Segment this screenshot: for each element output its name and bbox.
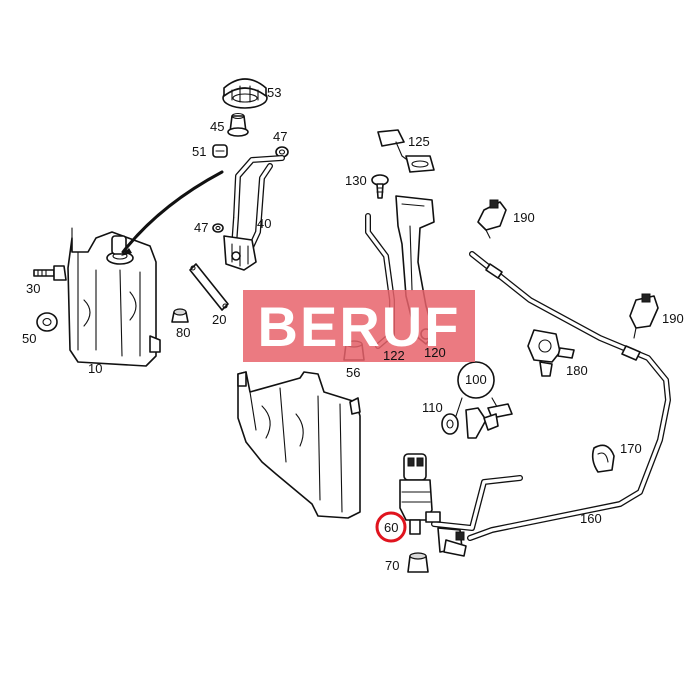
- label-56: 56: [346, 365, 360, 380]
- label-40: 40: [257, 216, 271, 231]
- label-190-right: 190: [662, 311, 684, 326]
- leader-arrow: [121, 170, 224, 254]
- label-45: 45: [210, 119, 224, 134]
- label-51: 51: [192, 144, 206, 159]
- reservoir-10: [67, 227, 161, 367]
- clamp-170: [591, 444, 615, 473]
- filler-cap-53: [222, 78, 268, 109]
- label-80: 80: [176, 325, 190, 340]
- label-180: 180: [566, 363, 588, 378]
- washer-pump-60: [399, 453, 441, 535]
- bolt-30: [33, 265, 67, 281]
- label-47-top: 47: [273, 129, 287, 144]
- filler-neck-40: [223, 155, 285, 271]
- label-70: 70: [385, 558, 399, 573]
- label-120: 120: [424, 345, 446, 360]
- watermark-box: [243, 290, 475, 362]
- label-122: 122: [383, 348, 405, 363]
- ring-47-lower: [212, 223, 224, 233]
- label-100: 100: [465, 372, 487, 387]
- reservoir-lower: [237, 371, 361, 519]
- label-50: 50: [22, 331, 36, 346]
- cap-45: [227, 112, 249, 137]
- connector-190-top: [477, 199, 507, 239]
- clip-51: [212, 144, 228, 158]
- highlight-circle-60: [375, 511, 407, 543]
- label-53: 53: [267, 85, 281, 100]
- label-10: 10: [88, 361, 102, 376]
- label-47-lower: 47: [194, 220, 208, 235]
- label-170: 170: [620, 441, 642, 456]
- label-160: 160: [580, 511, 602, 526]
- cap-125: [377, 129, 435, 173]
- valve-group-100: [455, 361, 501, 417]
- label-130: 130: [345, 173, 367, 188]
- connector-190-right: [629, 293, 659, 339]
- label-125: 125: [408, 134, 430, 149]
- arrow-head: [121, 248, 132, 256]
- grommet-70: [407, 552, 429, 573]
- label-60: 60: [384, 520, 398, 535]
- grommet-80: [171, 308, 189, 323]
- valve-110: [441, 403, 513, 439]
- watermark-text: BERUF: [258, 295, 461, 358]
- clip-180: [527, 329, 575, 377]
- screw-130: [371, 174, 389, 199]
- label-110: 110: [422, 400, 443, 415]
- washer-line-160: [431, 475, 523, 557]
- label-30: 30: [26, 281, 40, 296]
- grommet-50: [36, 312, 58, 332]
- watermark: BERUF: [243, 290, 475, 362]
- label-190-top: 190: [513, 210, 535, 225]
- part-labels: 10 20 30 40 45 47 47 50 51 53 56 60 70 8…: [22, 85, 684, 573]
- strap-20: [189, 263, 229, 311]
- washer-line-upper: [467, 251, 671, 541]
- label-20: 20: [212, 312, 226, 327]
